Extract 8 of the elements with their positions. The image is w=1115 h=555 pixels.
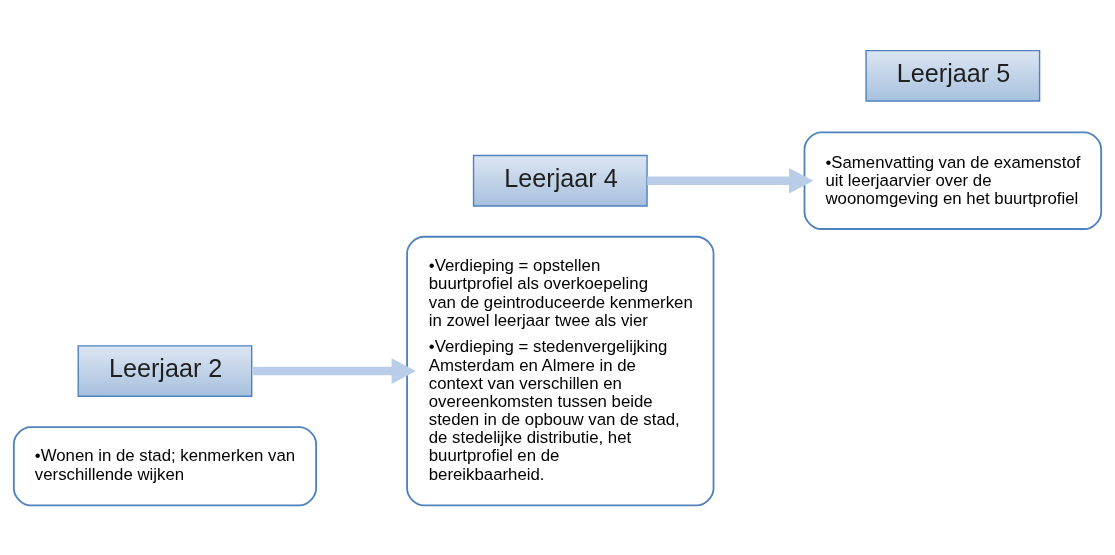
node-box: •Samenvatting van de examenstof uit leerjaarvier over de woonomgeving en het buurtprofiel [803, 131, 1103, 230]
node-box: Leerjaar 5 [865, 49, 1041, 102]
node-box: •Verdieping = opstellen buurtprofiel als overkoepeling van de geintroduceerde kenmerken in zowel leerjaar twee als vier •Verdieping = stedenvergelijking Amsterdam en Almere in de context van verschillen en overeenkomsten tussen beide steden in de opbouw van de stad, de stedelijke distributie, het buurtprofiel en de bereikbaarheid. [406, 235, 715, 506]
node-box: Leerjaar 4 [472, 154, 648, 207]
node-box: Leerjaar 2 [77, 344, 253, 397]
node-box: •Wonen in de stad; kenmerken van verschillende wijken [12, 425, 317, 506]
arrow [647, 167, 814, 194]
arrow [252, 357, 416, 384]
